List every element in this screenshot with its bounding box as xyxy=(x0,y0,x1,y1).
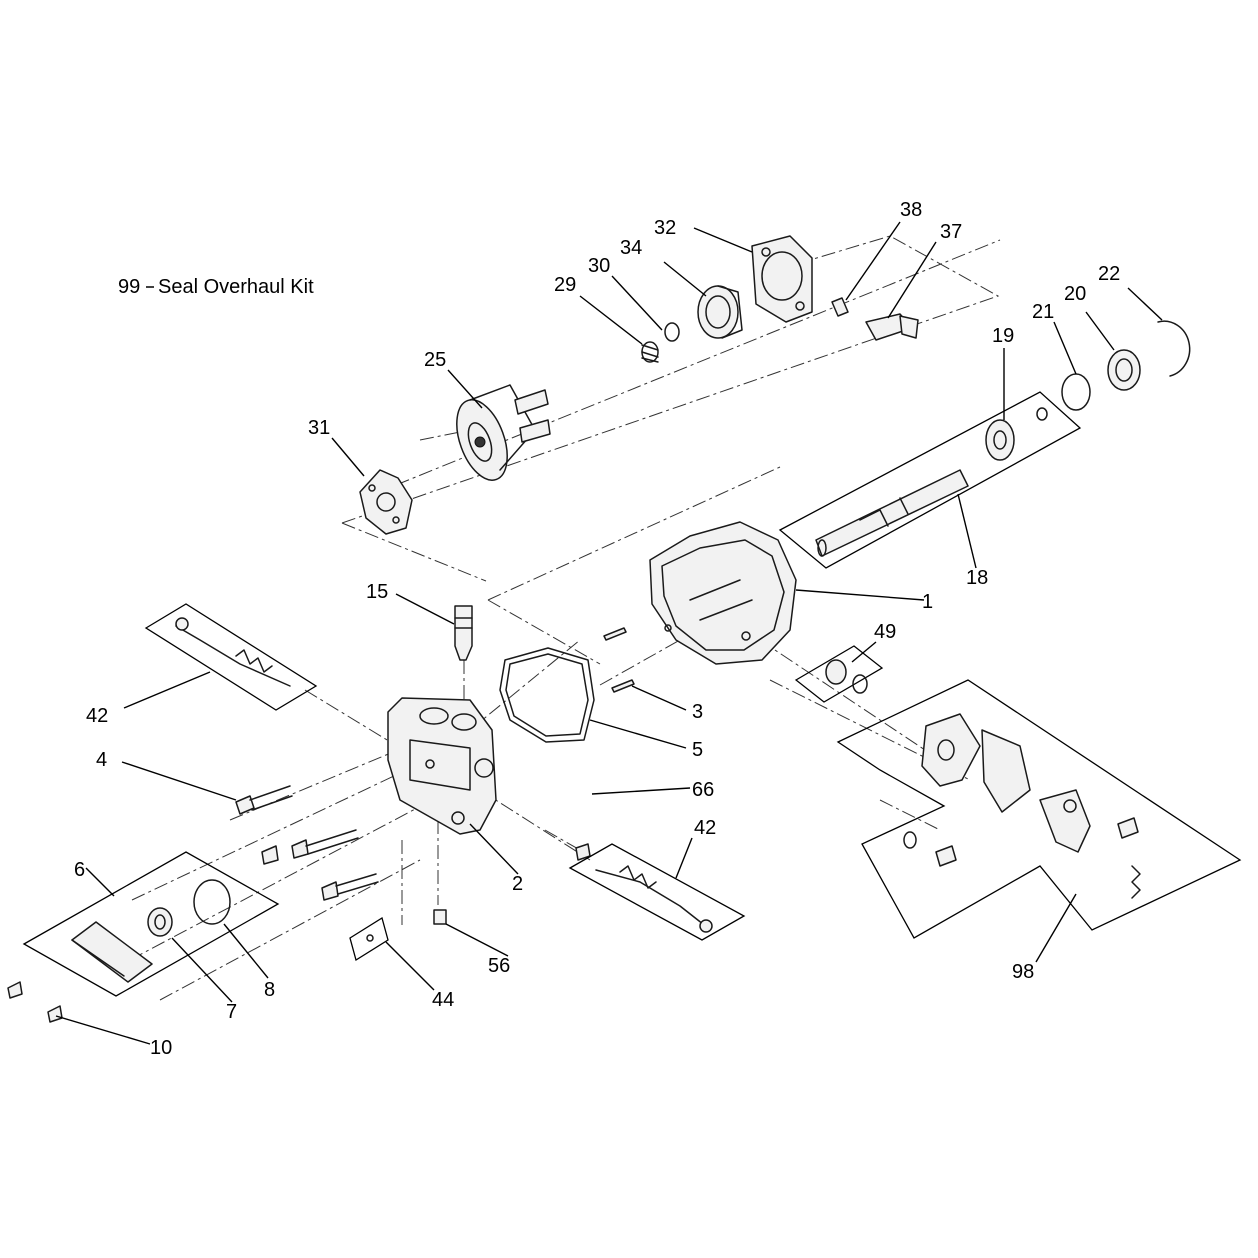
part-10-screws xyxy=(7,981,63,1023)
part-3-pins xyxy=(603,627,635,693)
part-32-end-housing xyxy=(751,235,813,323)
leader-lines xyxy=(55,221,1163,1045)
part-20-bearing xyxy=(1107,349,1141,391)
callout-49: 49 xyxy=(874,621,896,643)
callout-22: 22 xyxy=(1098,263,1120,285)
part-7-gerotor xyxy=(147,907,173,937)
callout-20: 20 xyxy=(1064,283,1086,305)
part-4-bolt xyxy=(235,785,293,815)
callout-4: 4 xyxy=(96,749,107,771)
callout-32: 32 xyxy=(654,217,676,239)
callout-42-lower: 42 xyxy=(694,817,716,839)
part-31-plate xyxy=(359,469,413,535)
callout-5: 5 xyxy=(692,739,703,761)
callout-34: 34 xyxy=(620,237,642,259)
part-5-gasket xyxy=(499,647,595,743)
kit-note-text: Seal Overhaul Kit xyxy=(158,276,314,298)
callout-66: 66 xyxy=(692,779,714,801)
part-25-cylinder-block xyxy=(456,384,551,481)
part-19-bearing xyxy=(985,407,1048,461)
callout-29: 29 xyxy=(554,274,576,296)
part-22-snap-ring xyxy=(1157,320,1191,377)
part-44-label xyxy=(349,916,389,962)
callout-42-upper: 42 xyxy=(86,705,108,727)
part-56-plug xyxy=(433,909,447,925)
callout-1: 1 xyxy=(922,591,933,613)
callout-37: 37 xyxy=(940,221,962,243)
callout-10: 10 xyxy=(150,1037,172,1059)
part-2-center-section xyxy=(387,697,497,835)
part-98-control-group xyxy=(836,679,1242,939)
part-6-cover-group xyxy=(22,851,280,997)
callout-56: 56 xyxy=(488,955,510,977)
part-21-ring xyxy=(1061,373,1091,411)
callout-labels: 32 38 37 34 30 29 25 31 22 20 21 19 18 1… xyxy=(74,199,1120,1059)
callout-25: 25 xyxy=(424,349,446,371)
callout-3: 3 xyxy=(692,701,703,723)
callout-6: 6 xyxy=(74,859,85,881)
part-38-block xyxy=(831,297,849,317)
kit-note: 99 Seal Overhaul Kit xyxy=(118,276,314,298)
callout-18: 18 xyxy=(966,567,988,589)
callout-30: 30 xyxy=(588,255,610,277)
part-29-spring xyxy=(641,341,659,363)
callout-31: 31 xyxy=(308,417,330,439)
part-8-o-ring xyxy=(193,879,231,925)
kit-note-number: 99 xyxy=(118,276,140,298)
part-15-valve xyxy=(454,605,473,661)
callout-98: 98 xyxy=(1012,961,1034,983)
callout-15: 15 xyxy=(366,581,388,603)
part-18-shaft xyxy=(778,391,1082,569)
callout-8: 8 xyxy=(264,979,275,1001)
part-34-bearing xyxy=(697,285,743,339)
callout-19: 19 xyxy=(992,325,1014,347)
part-37-shaft xyxy=(865,313,919,341)
part-1-main-housing xyxy=(649,521,797,665)
bolts-group xyxy=(261,829,379,901)
part-30-ring xyxy=(664,322,680,342)
callout-44: 44 xyxy=(432,989,454,1011)
part-49-seal-group xyxy=(794,645,884,703)
callout-2: 2 xyxy=(512,873,523,895)
callout-38: 38 xyxy=(900,199,922,221)
part-42-relief-valve-lower xyxy=(568,843,746,941)
callout-7: 7 xyxy=(226,1001,237,1023)
callout-21: 21 xyxy=(1032,301,1054,323)
part-42-relief-valve-upper xyxy=(144,603,318,711)
assembly-lines xyxy=(129,235,1001,1001)
